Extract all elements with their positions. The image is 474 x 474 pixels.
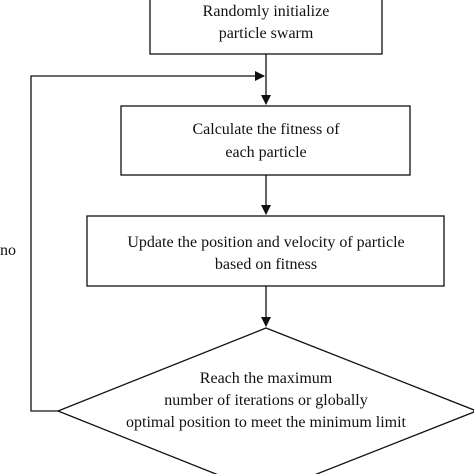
init-box (149, 0, 383, 55)
decision-label-line2: number of iterations or globally (164, 392, 368, 409)
fitness-node: Calculate the fitness of each particle (120, 105, 411, 176)
loop-no-label: no (0, 242, 16, 259)
arrow-decision-no-loop (30, 71, 265, 412)
update-box (86, 215, 445, 287)
decision-label-line3: optimal position to meet the minimum lim… (126, 414, 407, 431)
init-node: Randomly initialize particle swarm (149, 0, 383, 55)
update-label-line1: Update the position and velocity of part… (127, 234, 404, 251)
decision-diamond (56, 327, 474, 474)
init-label-line2: particle swarm (219, 25, 314, 42)
decision-label-line1: Reach the maximum (200, 370, 333, 387)
fitness-label-line2: each particle (225, 144, 306, 161)
fitness-label-line1: Calculate the fitness of (192, 121, 340, 138)
fitness-box (120, 105, 411, 176)
decision-node: Reach the maximum number of iterations o… (56, 327, 474, 474)
update-node: Update the position and velocity of part… (86, 215, 445, 287)
init-label-line1: Randomly initialize (203, 3, 330, 20)
update-label-line2: based on fitness (215, 256, 317, 273)
